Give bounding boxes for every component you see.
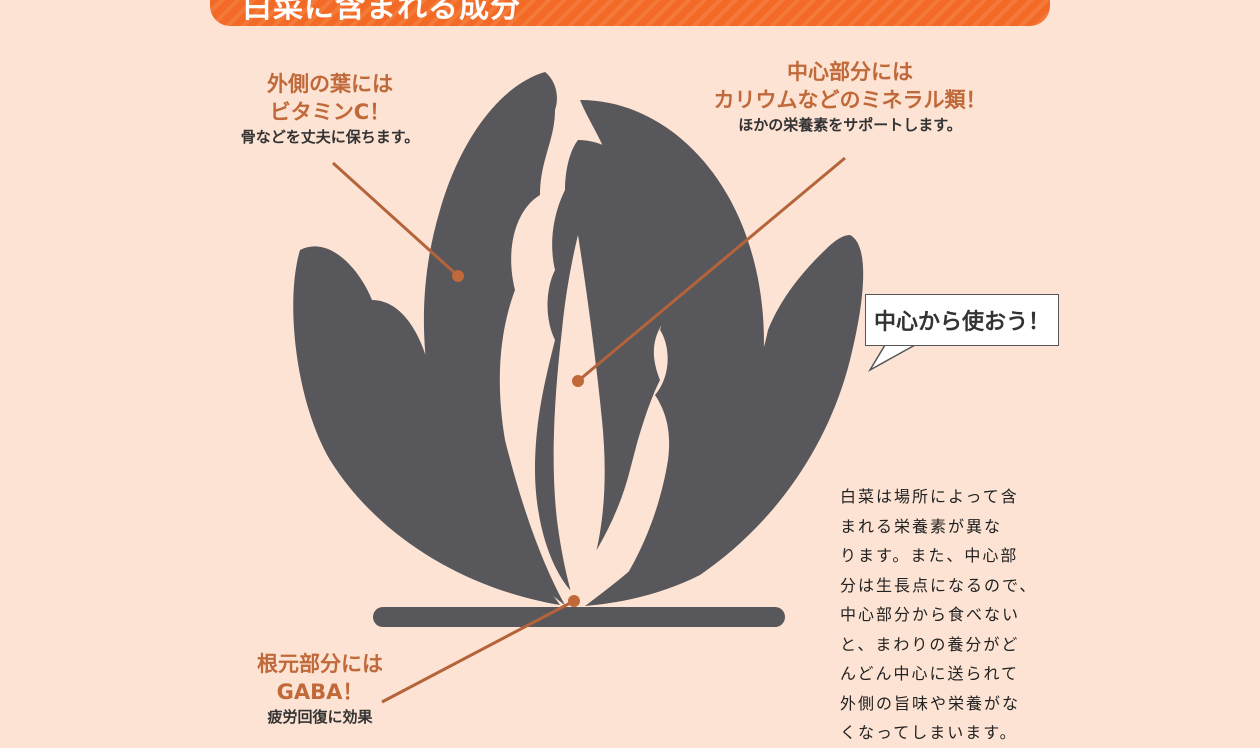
- speech-bubble: 中心から使おう！: [865, 294, 1059, 346]
- center-heading-2: カリウムなどのミネラル類！: [713, 88, 987, 112]
- outer-sub: 骨などを丈夫に保ちます。: [240, 128, 420, 146]
- description-line: 外側の旨味や栄養がな: [840, 693, 1021, 713]
- outer-leaf-right: [585, 235, 864, 606]
- label-center: 中心部分には カリウムなどのミネラル類！ ほかの栄養素をサポートします。: [700, 58, 1000, 136]
- center-spike: [553, 235, 605, 605]
- outer-heading-1: 外側の葉には: [267, 72, 393, 96]
- marker-center: [572, 375, 584, 387]
- cabbage-illustration: [293, 72, 918, 704]
- description-line: ります。また、中心部: [840, 546, 1019, 565]
- description-line: くなってしまいます。: [840, 723, 1018, 742]
- banner-title: 白菜に含まれる成分: [242, 0, 521, 25]
- description-line: んどん中心に送られて: [840, 664, 1020, 683]
- center-sub: ほかの栄養素をサポートします。: [738, 116, 962, 134]
- label-root: 根元部分には GABA！ 疲労回復に効果: [200, 650, 440, 728]
- marker-outer: [452, 270, 464, 282]
- back-leaf-left: [423, 72, 565, 605]
- center-heading-1: 中心部分には: [787, 60, 913, 84]
- description-line: まれる栄養素が異な: [840, 516, 1003, 536]
- speech-tail: [867, 344, 918, 373]
- root-sub: 疲労回復に効果: [267, 708, 373, 726]
- outer-leaf-left: [293, 246, 560, 605]
- root-heading-2: GABA！: [276, 680, 364, 704]
- description-line: 中心部分から食べない: [840, 605, 1021, 624]
- ground-bar: [373, 607, 785, 627]
- outer-heading-2: ビタミンC！: [269, 100, 391, 124]
- description-text: 白菜は場所によって含 まれる栄養素が異な ります。また、中心部 分は生長点になる…: [840, 482, 1060, 748]
- description-line: と、まわりの養分がど: [840, 634, 1020, 654]
- description-line: 白菜は場所によって含: [840, 487, 1019, 506]
- back-leaf-right: [580, 100, 764, 600]
- title-banner: 白菜に含まれる成分: [210, 0, 1050, 26]
- description-line: 分は生長点になるので、: [840, 575, 1038, 595]
- marker-root: [568, 595, 580, 607]
- label-outer-leaves: 外側の葉には ビタミンC！ 骨などを丈夫に保ちます。: [200, 70, 460, 148]
- root-heading-1: 根元部分には: [257, 652, 383, 676]
